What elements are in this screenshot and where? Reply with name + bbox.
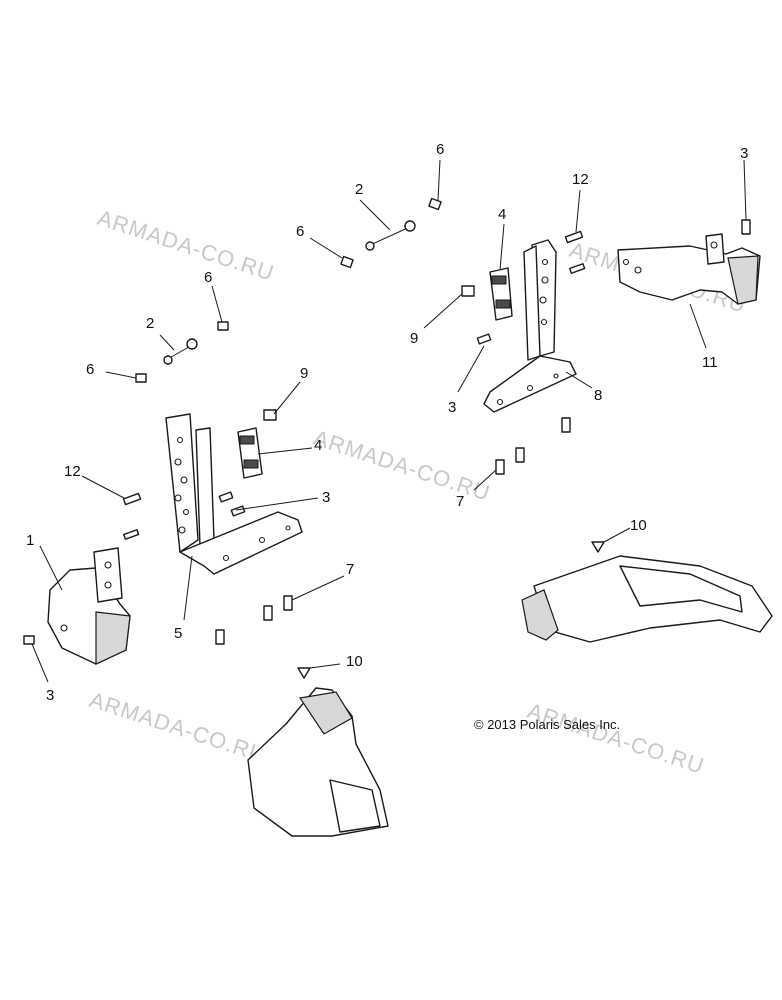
bracket-part-5 [165, 413, 303, 575]
callout-label: 12 [572, 171, 589, 188]
callout-label: 10 [630, 517, 647, 534]
housing-right [521, 555, 773, 643]
callout-label: 6 [436, 141, 444, 158]
callout-label: 1 [26, 532, 34, 549]
callouts: 1 2 2 3 3 3 3 4 4 5 6 6 6 6 7 7 8 9 9 10… [26, 141, 748, 704]
bracket-part-8 [483, 239, 577, 413]
callout-label: 9 [300, 365, 308, 382]
callout-label: 3 [740, 145, 748, 162]
callout-label: 9 [410, 330, 418, 347]
watermark: ARMADA-CO.RU [94, 205, 277, 286]
clip-part-4 [489, 267, 513, 321]
callout-label: 3 [322, 489, 330, 506]
housing-left [247, 687, 389, 837]
watermark: ARMADA-CO.RU [310, 425, 493, 506]
callout-label: 6 [86, 361, 94, 378]
callout-label: 6 [204, 269, 212, 286]
callout-label: 4 [314, 437, 322, 454]
watermark: ARMADA-CO.RU [524, 698, 707, 779]
bracket-part-1 [47, 547, 131, 665]
callout-label: 10 [346, 653, 363, 670]
callout-label: 2 [355, 181, 363, 198]
leader-lines [31, 159, 747, 683]
callout-label: 3 [448, 399, 456, 416]
watermark: ARMADA-CO.RU [86, 687, 269, 768]
callout-label: 5 [174, 625, 182, 642]
copyright-notice: © 2013 Polaris Sales Inc. [474, 717, 620, 732]
fasteners [23, 197, 751, 679]
callout-label: 11 [702, 354, 718, 371]
callout-label: 6 [296, 223, 304, 240]
bracket-part-11 [617, 233, 761, 305]
clip-part-4 [237, 427, 263, 479]
callout-label: 7 [456, 493, 464, 510]
callout-label: 7 [346, 561, 354, 578]
callout-label: 4 [498, 206, 506, 223]
callout-label: 8 [594, 387, 602, 404]
callout-label: 12 [64, 463, 81, 480]
callout-label: 2 [146, 315, 154, 332]
callout-label: 3 [46, 687, 54, 704]
